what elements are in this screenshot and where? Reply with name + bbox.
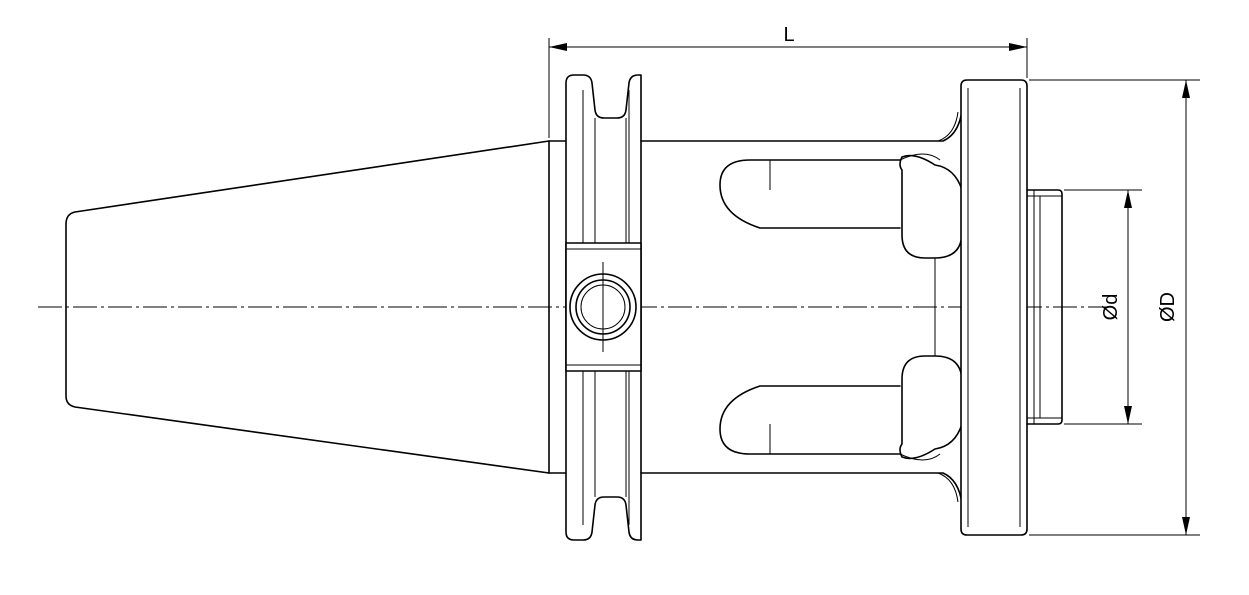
dimension-l: L (548, 24, 1028, 138)
taper-shank (65, 140, 566, 474)
dimension-flange-diameter-label: ØD (1157, 292, 1179, 322)
v-flange (565, 74, 642, 541)
upper-slot (719, 153, 963, 259)
pilot-spigot (1026, 189, 1063, 425)
dimension-bore-diameter: Ød (1064, 189, 1142, 425)
lower-slot (719, 355, 963, 461)
dimension-bore-diameter-label: Ød (1100, 294, 1122, 321)
dimension-flange-diameter: ØD (1029, 79, 1200, 536)
dimension-l-label: L (783, 24, 794, 46)
front-flange (960, 79, 1028, 536)
